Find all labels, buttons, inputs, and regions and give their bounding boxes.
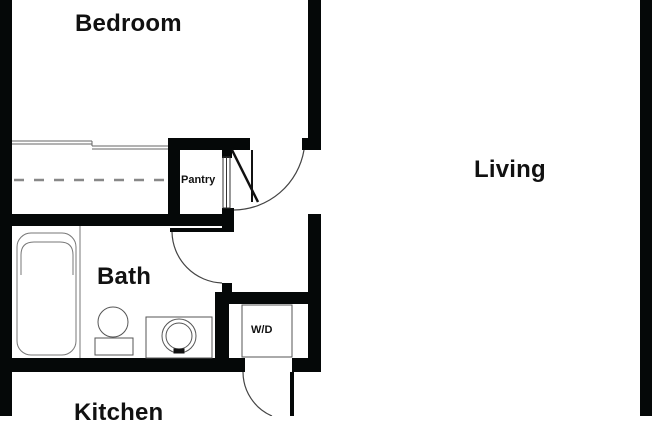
right-exterior-wall (640, 0, 652, 416)
kitchen-door-jamb (290, 372, 294, 416)
pantry-jamb-top (222, 150, 232, 158)
bath-kitchen-wall (0, 358, 245, 372)
bath-jamb (222, 283, 232, 297)
room-label-pantry: Pantry (181, 174, 216, 186)
bath-right-wall (215, 292, 229, 372)
bath-door-swing (171, 231, 223, 284)
room-label-bedroom: Bedroom (75, 10, 182, 37)
bedroom-door-jamb (302, 138, 321, 150)
sink-vanity (145, 316, 213, 359)
bedroom-door-swing (233, 149, 305, 211)
pantry-top-wall (168, 138, 250, 150)
pantry-left-wall (168, 138, 180, 226)
bathtub (16, 226, 81, 358)
closet-shelf (12, 140, 168, 150)
wd-bottom-wall-right (292, 358, 321, 372)
pantry-door (222, 149, 260, 209)
left-exterior-wall (0, 0, 12, 416)
kitchen-door-swing (242, 371, 273, 416)
closet-bath-wall (0, 214, 232, 226)
room-label-living: Living (474, 156, 546, 183)
room-label-bath: Bath (97, 263, 152, 290)
fixtures-layer (12, 140, 305, 416)
wd-top-wall (215, 292, 321, 304)
washer-dryer-box (241, 304, 293, 358)
label-washer-dryer: W/D (251, 324, 273, 336)
toilet (94, 306, 134, 356)
bath-door-header (170, 228, 222, 232)
bedroom-right-wall (308, 0, 321, 150)
room-label-kitchen: Kitchen (74, 399, 164, 426)
